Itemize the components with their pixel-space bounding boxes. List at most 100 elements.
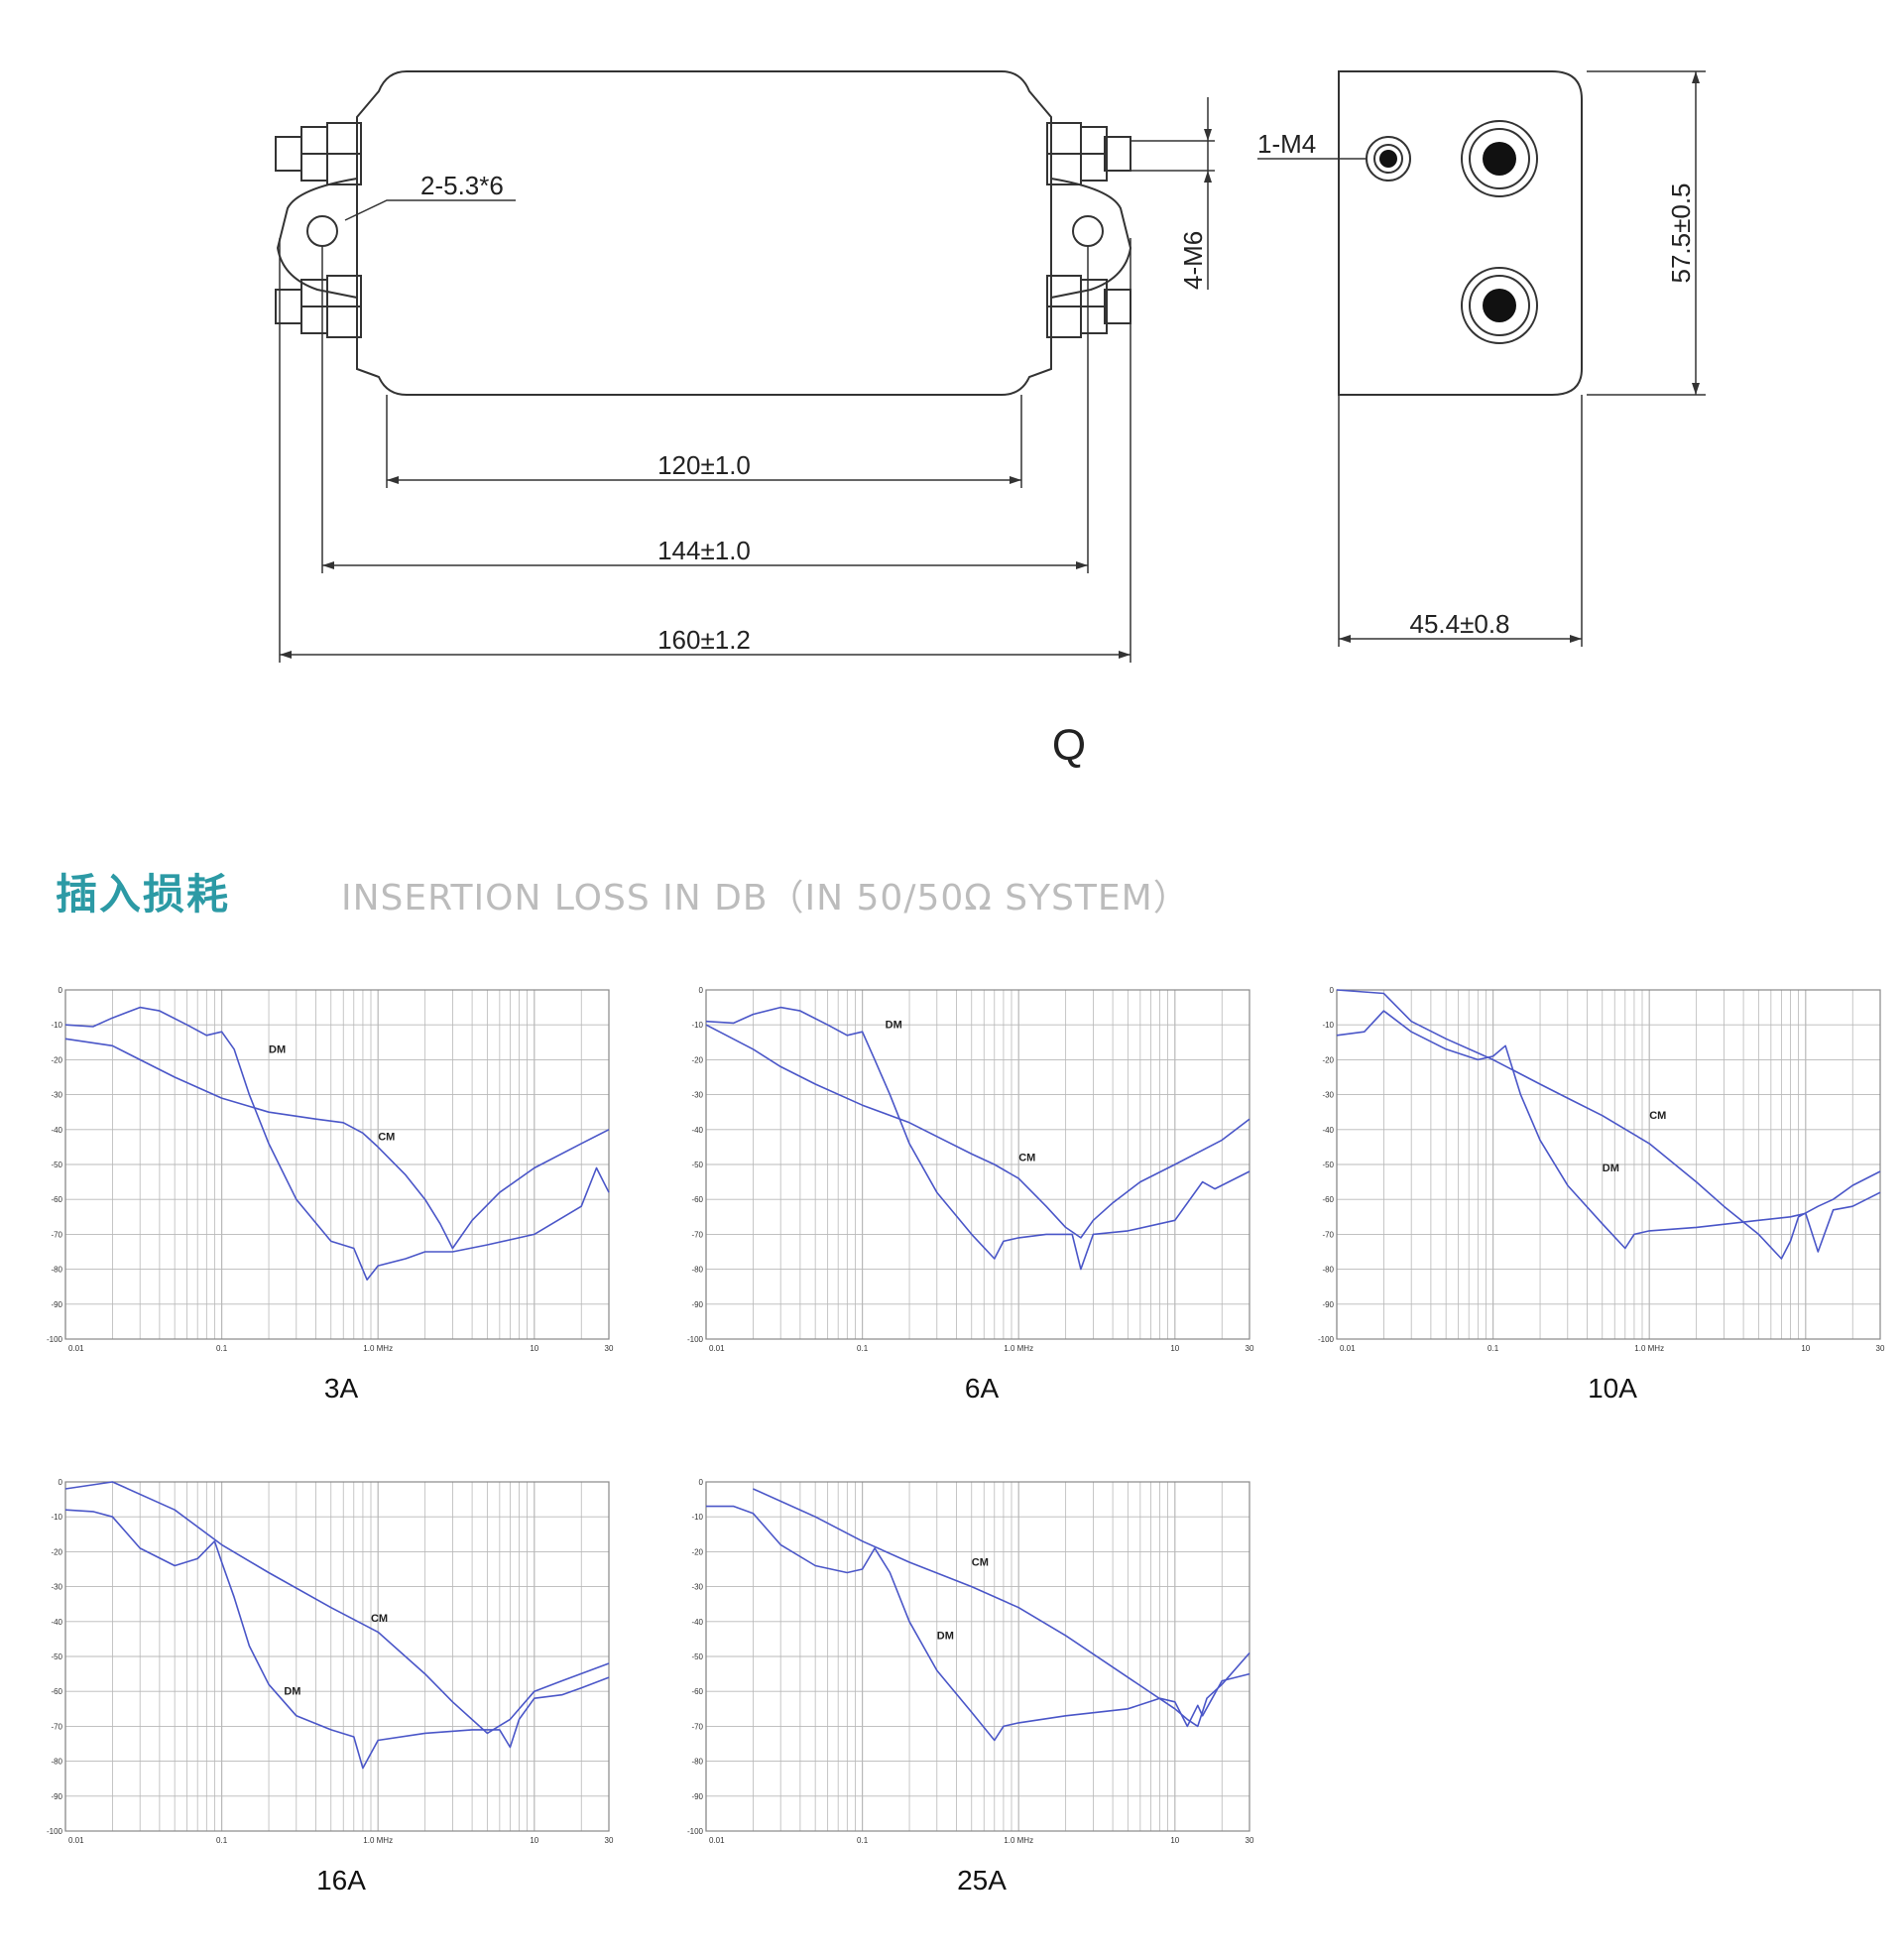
mounting-flange (276, 178, 1132, 299)
plot-frame (1336, 989, 1881, 1340)
y-tick-label: -60 (51, 1687, 62, 1696)
y-tick-label: -60 (691, 1687, 703, 1696)
y-tick-label: 0 (1330, 986, 1335, 995)
terminal-stud-top-right (1046, 122, 1131, 185)
x-tick-label: 10 (1170, 1836, 1179, 1845)
label-m4: 1-M4 (1257, 129, 1316, 159)
series-line-dm (64, 1509, 610, 1770)
plot-frame (705, 1481, 1250, 1832)
series-line-cm (64, 1038, 610, 1250)
y-tick-label: -80 (691, 1758, 703, 1767)
y-tick-label: -90 (691, 1792, 703, 1801)
curve-label: CM (972, 1556, 989, 1568)
mount-hole-right (1072, 215, 1104, 247)
series-line-cm (705, 1024, 1250, 1239)
x-tick-label: 0.1 (857, 1344, 869, 1353)
y-tick-label: -50 (691, 1652, 703, 1661)
label-hole-size: 2-5.3*6 (420, 171, 504, 200)
y-tick-label: -20 (691, 1055, 703, 1064)
x-tick-label: 0.01 (68, 1836, 84, 1845)
curve-label: DM (269, 1043, 286, 1055)
filter-body-side (1338, 70, 1583, 396)
y-tick-label: -100 (687, 1827, 704, 1836)
y-tick-label: -70 (1322, 1230, 1334, 1239)
y-tick-label: -50 (51, 1652, 62, 1661)
x-tick-label: 0.01 (709, 1836, 725, 1845)
y-tick-label: -70 (691, 1722, 703, 1731)
y-tick-label: -30 (691, 1091, 703, 1100)
x-tick-label: 30 (605, 1344, 614, 1353)
model-label: Q (1052, 721, 1086, 770)
y-tick-label: -40 (51, 1618, 62, 1627)
y-tick-label: -20 (691, 1547, 703, 1556)
y-tick-label: -60 (691, 1195, 703, 1204)
x-tick-label: 1.0 MHz (363, 1836, 393, 1845)
y-tick-label: -10 (691, 1021, 703, 1030)
y-tick-label: -20 (51, 1055, 62, 1064)
y-tick-label: 0 (59, 1478, 63, 1487)
y-tick-label: 0 (699, 986, 704, 995)
x-tick-label: 10 (530, 1836, 538, 1845)
label-m6: 4-M6 (1178, 231, 1208, 290)
x-tick-label: 10 (1170, 1344, 1179, 1353)
series-line-dm (64, 1006, 610, 1281)
plot-frame (705, 989, 1250, 1340)
series-line-cm (64, 1481, 610, 1735)
series-line-dm (1336, 1010, 1881, 1253)
series-line-cm (1336, 989, 1881, 1260)
y-tick-label: -40 (691, 1126, 703, 1135)
y-tick-label: -50 (691, 1161, 703, 1169)
plot-frame (64, 989, 610, 1340)
chart-caption: 3A (323, 1373, 359, 1404)
y-tick-label: -100 (47, 1827, 63, 1836)
y-tick-label: -10 (51, 1021, 62, 1030)
curve-label: DM (886, 1020, 902, 1032)
y-tick-label: -80 (691, 1266, 703, 1275)
dimension-144: 144±1.0 (657, 536, 751, 565)
y-tick-label: -40 (51, 1126, 62, 1135)
x-tick-label: 1.0 MHz (363, 1344, 393, 1353)
curve-label: CM (378, 1131, 395, 1143)
curve-label: CM (371, 1613, 388, 1625)
y-tick-label: -90 (51, 1792, 62, 1801)
x-tick-label: 0.01 (709, 1344, 725, 1353)
y-tick-label: -90 (51, 1300, 62, 1309)
terminal-side-top (1461, 120, 1538, 197)
dimension-57-5: 57.5±0.5 (1666, 183, 1696, 283)
terminal-stud-bottom-left (275, 275, 362, 338)
y-tick-label: -80 (1322, 1266, 1334, 1275)
terminal-stud-top-left (275, 122, 362, 185)
y-tick-label: -100 (687, 1335, 704, 1344)
mechanical-drawing: 2-5.3*6 1-M4 4-M6 120±1.0 144±1.0 160±1.… (275, 70, 1706, 770)
y-tick-label: -50 (1322, 1161, 1334, 1169)
x-tick-label: 0.01 (68, 1344, 84, 1353)
y-tick-label: -40 (691, 1618, 703, 1627)
curve-label: DM (937, 1630, 954, 1642)
section-title-en: INSERTION LOSS IN DB（IN 50/50Ω SYSTEM） (341, 878, 1190, 918)
y-tick-label: -50 (51, 1161, 62, 1169)
plot-frame (64, 1481, 610, 1832)
series-line-dm (705, 1006, 1250, 1271)
x-tick-label: 30 (1876, 1344, 1885, 1353)
y-tick-label: -80 (51, 1758, 62, 1767)
y-tick-label: -20 (51, 1547, 62, 1556)
y-tick-label: -10 (51, 1513, 62, 1522)
y-tick-label: -100 (47, 1335, 63, 1344)
series-line-dm (706, 1505, 1250, 1742)
curve-label: CM (1649, 1110, 1666, 1122)
y-tick-label: -10 (691, 1513, 703, 1522)
chart-caption: 6A (964, 1373, 1000, 1404)
chart-caption: 16A (316, 1865, 366, 1896)
x-tick-label: 0.1 (1488, 1344, 1499, 1353)
x-tick-label: 10 (530, 1344, 538, 1353)
x-tick-label: 10 (1801, 1344, 1810, 1353)
y-tick-label: -60 (51, 1195, 62, 1204)
curve-label: DM (1603, 1163, 1619, 1174)
y-tick-label: 0 (59, 986, 63, 995)
y-tick-label: -30 (691, 1583, 703, 1592)
y-tick-label: -30 (1322, 1091, 1334, 1100)
